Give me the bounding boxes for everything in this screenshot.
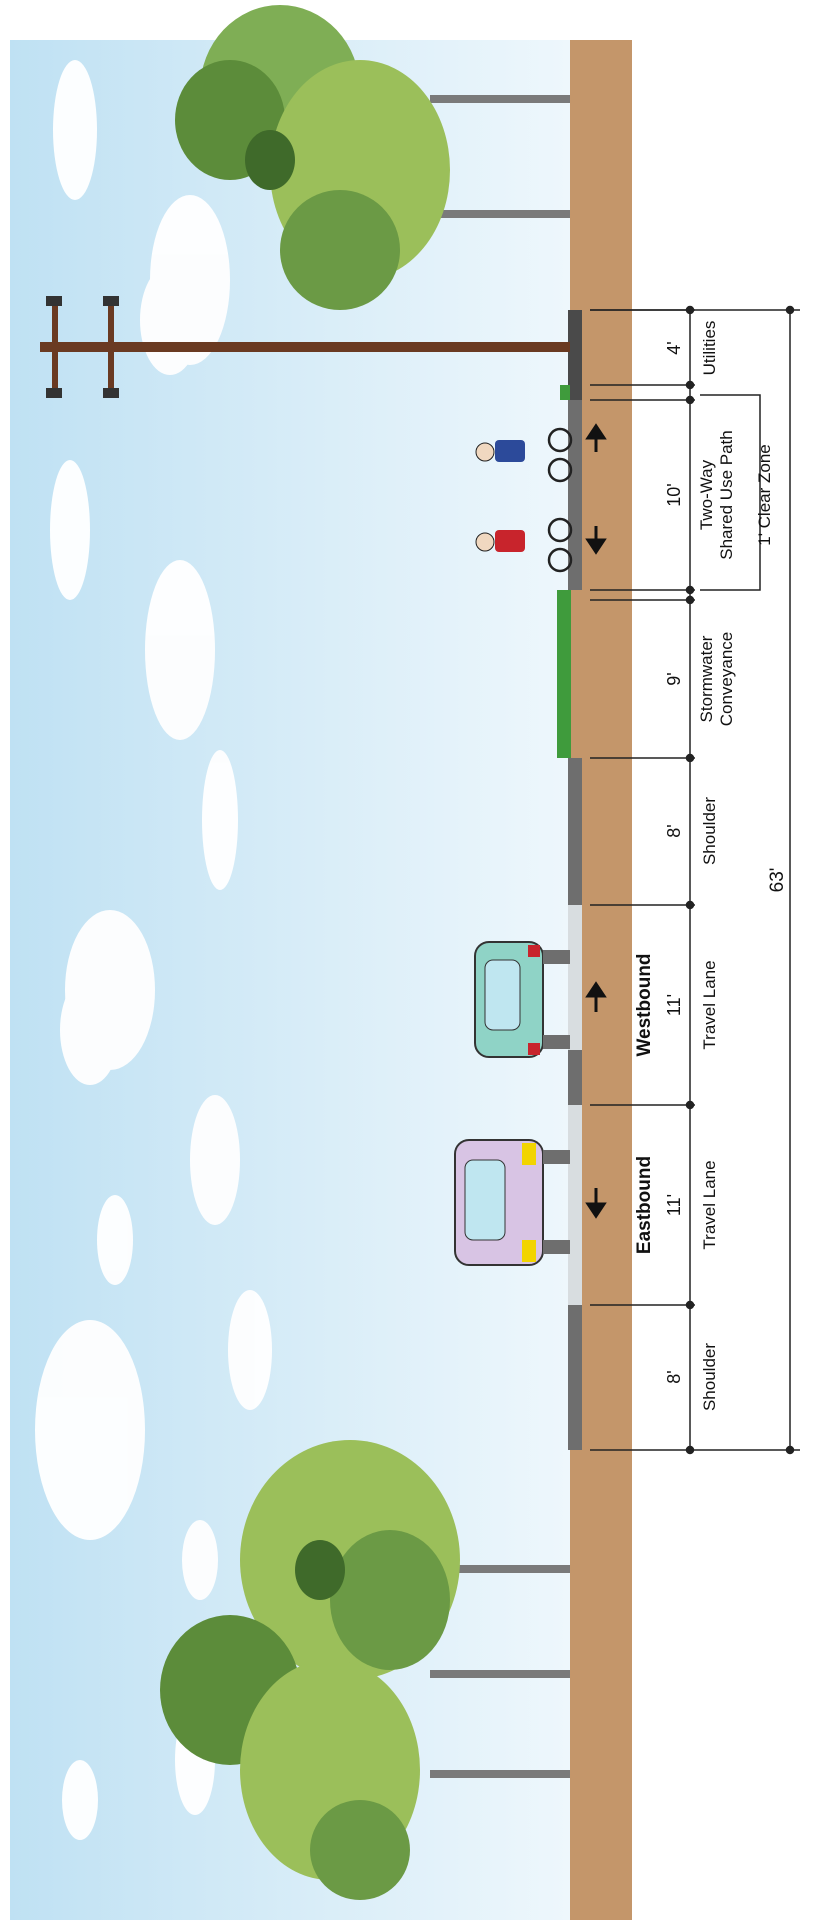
labels: Eastbound Westbound 8' Shoulder 11' Trav… (634, 321, 788, 1411)
utility-strip (568, 310, 582, 400)
roadway-surface (568, 758, 582, 1450)
car-eastbound (454, 1139, 570, 1266)
direction-westbound: Westbound (634, 953, 655, 1056)
car-westbound (474, 941, 570, 1058)
cyclist-westbound (475, 427, 573, 483)
clear-zone-label: 1' Clear Zone (755, 444, 774, 546)
segment-label-stormwater-line2: Conveyance (717, 632, 736, 727)
total-width: 63' (767, 868, 788, 893)
tree-group-top (175, 5, 570, 310)
utility-pole (40, 296, 570, 398)
pavement (568, 310, 582, 1450)
tree-group-bottom (160, 1440, 570, 1900)
segment-label-path-line1: Two-Way (697, 459, 716, 530)
shared-use-path-surface (568, 400, 582, 590)
segment-label-westbound-lane: Travel Lane (700, 960, 719, 1049)
segment-label-shoulder-right: Shoulder (700, 797, 719, 865)
segment-width-shoulder-left: 8' (664, 1370, 684, 1383)
segment-width-stormwater: 9' (664, 672, 684, 685)
clouds (35, 60, 272, 1840)
segment-width-eastbound-lane: 11' (664, 1194, 684, 1216)
segment-width-westbound-lane: 11' (664, 994, 684, 1016)
direction-arrows (585, 423, 607, 1219)
segment-width-shared-use-path: 10' (664, 483, 684, 506)
segment-label-eastbound-lane: Travel Lane (700, 1160, 719, 1249)
segment-label-path-line2: Shared Use Path (717, 430, 736, 559)
segment-label-utilities: Utilities (700, 321, 719, 376)
dimension-lines (590, 305, 800, 1455)
direction-eastbound: Eastbound (634, 1156, 655, 1254)
stormwater-grass (557, 385, 571, 758)
segment-width-utilities: 4' (664, 341, 684, 354)
segment-label-stormwater-line1: Stormwater (697, 635, 716, 722)
segment-width-shoulder-right: 8' (664, 824, 684, 837)
cyclist-eastbound (475, 517, 573, 573)
segment-label-shoulder-left: Shoulder (700, 1343, 719, 1411)
